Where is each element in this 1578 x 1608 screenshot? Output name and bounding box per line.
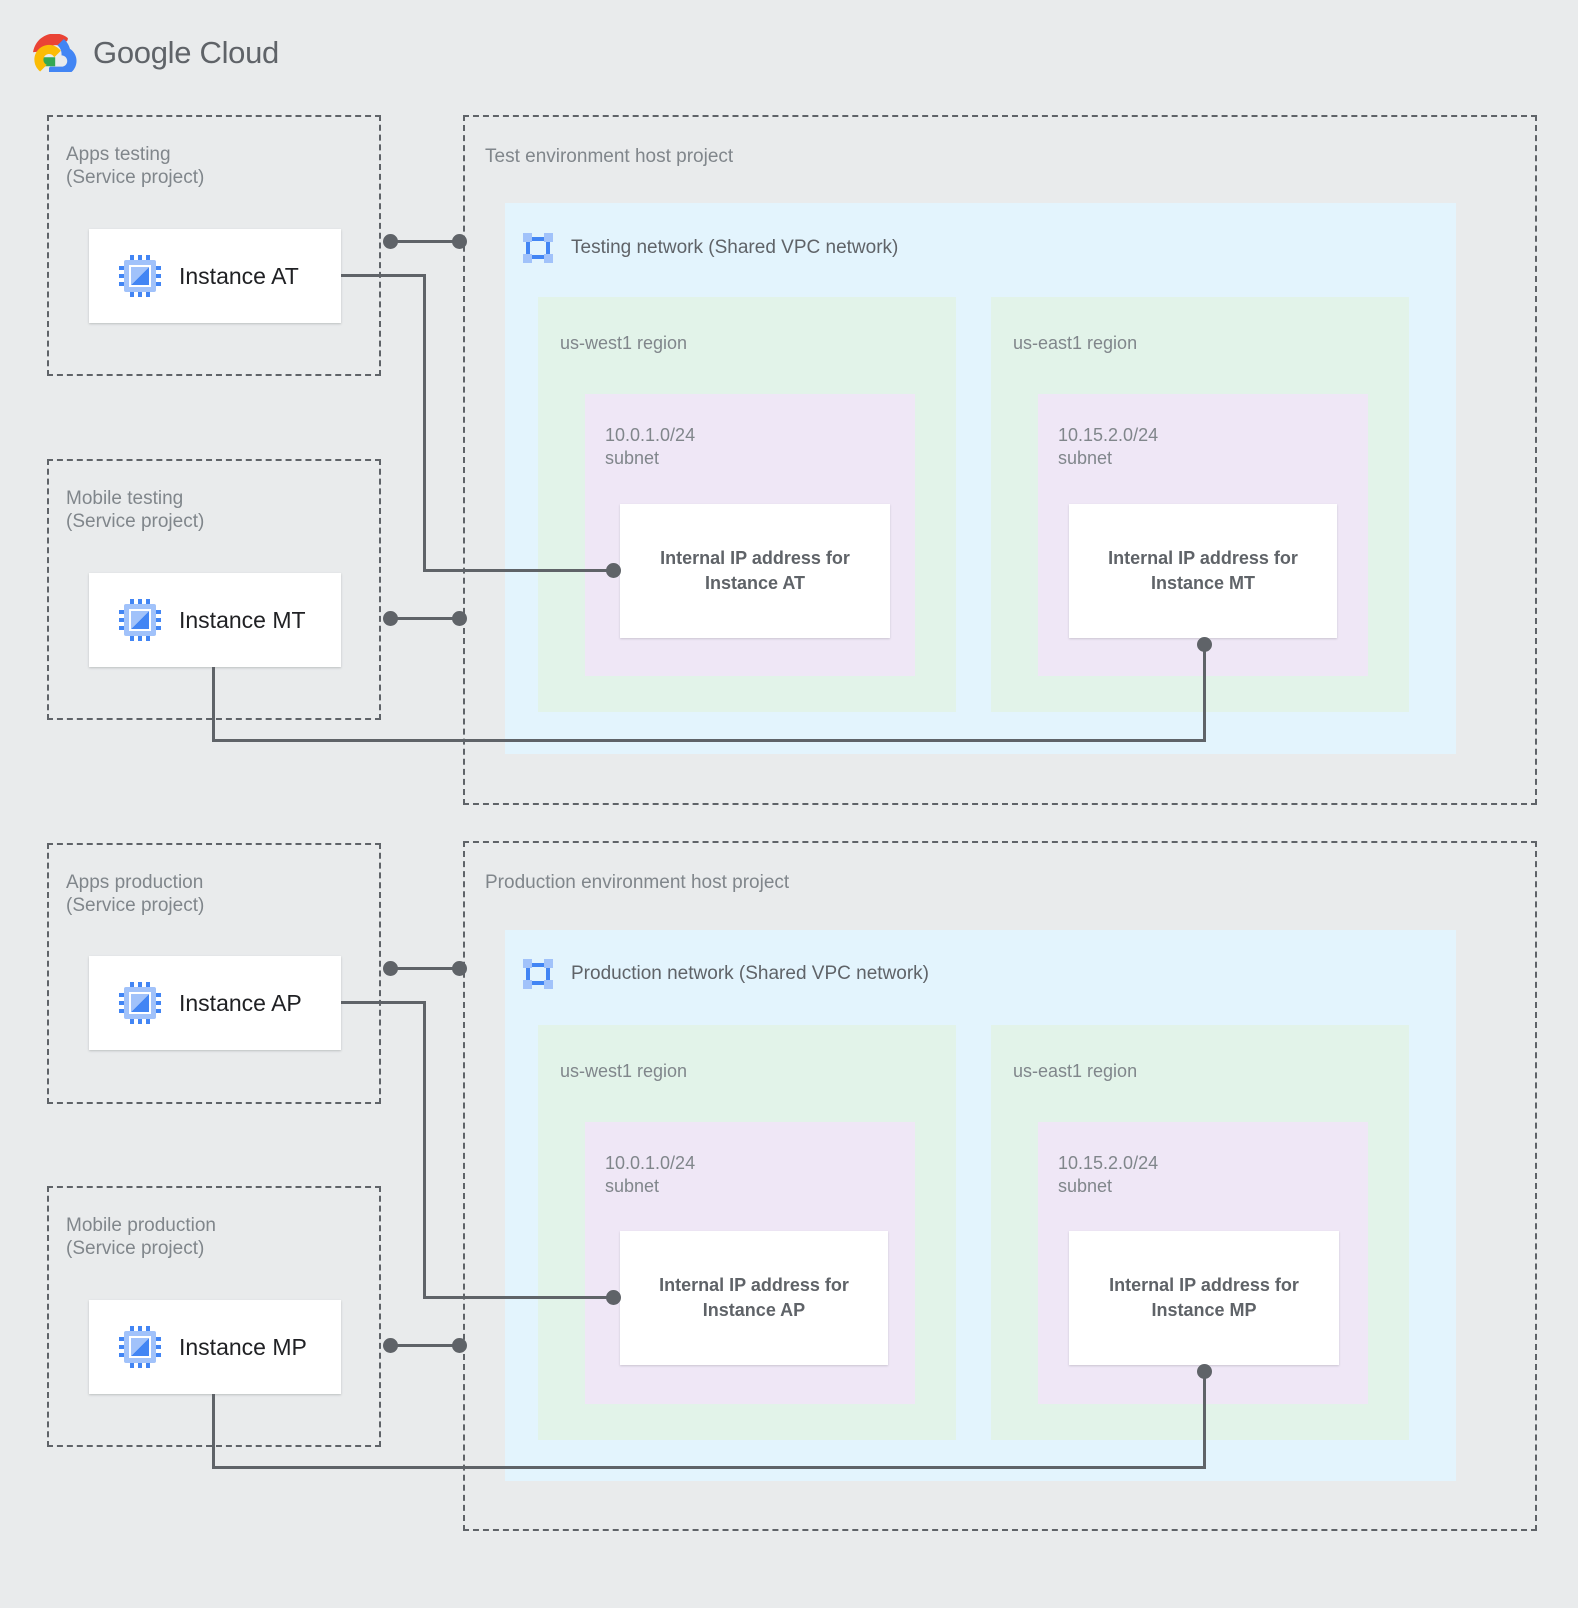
service-project-apps-testing — [47, 115, 381, 376]
connector-dot-ap-right — [452, 961, 467, 976]
google-cloud-wordmark: Google Cloud — [93, 35, 279, 71]
production-network-label: Production network (Shared VPC network) — [571, 963, 929, 984]
host-project-test-environment — [463, 115, 1537, 805]
testing-network-label: Testing network (Shared VPC network) — [571, 237, 899, 258]
compute-instance-icon — [119, 982, 161, 1024]
ip-box-instance-mt: Internal IP address for Instance MT — [1069, 504, 1337, 638]
service-project-apps-testing-label: Apps testing (Service project) — [66, 144, 205, 188]
connector-dot-ap-ip — [606, 1290, 621, 1305]
subnet-kind-prod-us-east1: subnet — [1058, 1176, 1113, 1196]
instance-card-mp[interactable]: Instance MP — [89, 1300, 341, 1394]
region-label-prod-us-west1: us-west1 region — [560, 1061, 688, 1081]
region-label-test-us-east1: us-east1 region — [1013, 333, 1138, 353]
subnet-label-prod-us-east1: 10.15.2.0/24 subnet — [1058, 1152, 1158, 1198]
testing-network-title: Testing network (Shared VPC network) — [521, 231, 898, 265]
subnet-label-test-us-east1: 10.15.2.0/24 subnet — [1058, 424, 1158, 470]
host-project-production-environment-label: Production environment host project — [485, 872, 790, 893]
region-label-test-us-west1: us-west1 region — [560, 333, 688, 353]
connector-mt-seg2 — [212, 739, 1206, 742]
subnet-cidr-test-us-west1: 10.0.1.0/24 — [605, 425, 696, 445]
connector-ap-seg3 — [423, 1296, 615, 1299]
connector-ap-peer-line — [390, 967, 460, 970]
service-project-mobile-testing-label: Mobile testing (Service project) — [66, 488, 205, 532]
instance-card-at[interactable]: Instance AT — [89, 229, 341, 323]
subnet-cidr-prod-us-west1: 10.0.1.0/24 — [605, 1153, 696, 1173]
region-label-prod-us-east1: us-east1 region — [1013, 1061, 1138, 1081]
compute-instance-icon — [119, 1326, 161, 1368]
host-project-test-environment-label: Test environment host project — [485, 146, 734, 167]
connector-dot-mt-right — [452, 611, 467, 626]
logo-text-google: Google — [93, 35, 192, 70]
connector-dot-mp-right — [452, 1338, 467, 1353]
connector-mt-peer-line — [390, 617, 460, 620]
subnet-cidr-test-us-east1: 10.15.2.0/24 — [1058, 425, 1159, 445]
connector-at-peer-line — [390, 240, 460, 243]
ip-box-instance-ap-label: Internal IP address for Instance AP — [659, 1275, 849, 1320]
subnet-label-test-us-west1: 10.0.1.0/24 subnet — [605, 424, 695, 470]
connector-at-seg3 — [423, 569, 615, 572]
ip-box-instance-at: Internal IP address for Instance AT — [620, 504, 890, 638]
service-project-apps-production — [47, 843, 381, 1104]
connector-mt-seg1 — [212, 667, 215, 741]
instance-card-ap[interactable]: Instance AP — [89, 956, 341, 1050]
connector-at-seg2 — [423, 274, 426, 572]
connector-mp-seg3 — [1203, 1372, 1206, 1468]
connector-at-seg1 — [341, 274, 426, 277]
instance-card-mp-label: Instance MP — [179, 1333, 307, 1360]
vpc-network-icon — [521, 957, 555, 991]
instance-card-ap-label: Instance AP — [179, 989, 302, 1016]
connector-mp-seg2 — [212, 1466, 1206, 1469]
ip-box-instance-mp: Internal IP address for Instance MP — [1069, 1231, 1339, 1365]
instance-card-mt[interactable]: Instance MT — [89, 573, 341, 667]
google-cloud-logo: Google Cloud — [33, 34, 279, 72]
subnet-label-prod-us-west1: 10.0.1.0/24 subnet — [605, 1152, 695, 1198]
connector-ap-seg1 — [341, 1001, 426, 1004]
ip-box-instance-mt-label: Internal IP address for Instance MT — [1108, 548, 1298, 593]
subnet-kind-prod-us-west1: subnet — [605, 1176, 660, 1196]
compute-instance-icon — [119, 599, 161, 641]
service-project-apps-production-label: Apps production (Service project) — [66, 872, 205, 916]
host-project-production-environment — [463, 841, 1537, 1531]
service-project-mobile-production-label: Mobile production (Service project) — [66, 1215, 216, 1259]
subnet-kind-test-us-west1: subnet — [605, 448, 660, 468]
ip-box-instance-at-label: Internal IP address for Instance AT — [660, 548, 850, 593]
subnet-cidr-prod-us-east1: 10.15.2.0/24 — [1058, 1153, 1159, 1173]
google-cloud-logo-icon — [33, 34, 79, 72]
ip-box-instance-mp-label: Internal IP address for Instance MP — [1109, 1275, 1299, 1320]
connector-dot-at-right — [452, 234, 467, 249]
ip-box-instance-ap: Internal IP address for Instance AP — [620, 1231, 888, 1365]
connector-ap-seg2 — [423, 1001, 426, 1299]
connector-mt-seg3 — [1203, 645, 1206, 741]
instance-card-at-label: Instance AT — [179, 262, 299, 289]
subnet-kind-test-us-east1: subnet — [1058, 448, 1113, 468]
connector-dot-mt-ip — [1197, 637, 1212, 652]
instance-card-mt-label: Instance MT — [179, 606, 306, 633]
logo-text-cloud: Cloud — [199, 35, 280, 70]
compute-instance-icon — [119, 255, 161, 297]
connector-mp-peer-line — [390, 1344, 460, 1347]
vpc-network-icon — [521, 231, 555, 265]
production-network-title: Production network (Shared VPC network) — [521, 957, 929, 991]
connector-dot-mp-ip — [1197, 1364, 1212, 1379]
connector-dot-at-ip — [606, 563, 621, 578]
connector-mp-seg1 — [212, 1394, 215, 1468]
